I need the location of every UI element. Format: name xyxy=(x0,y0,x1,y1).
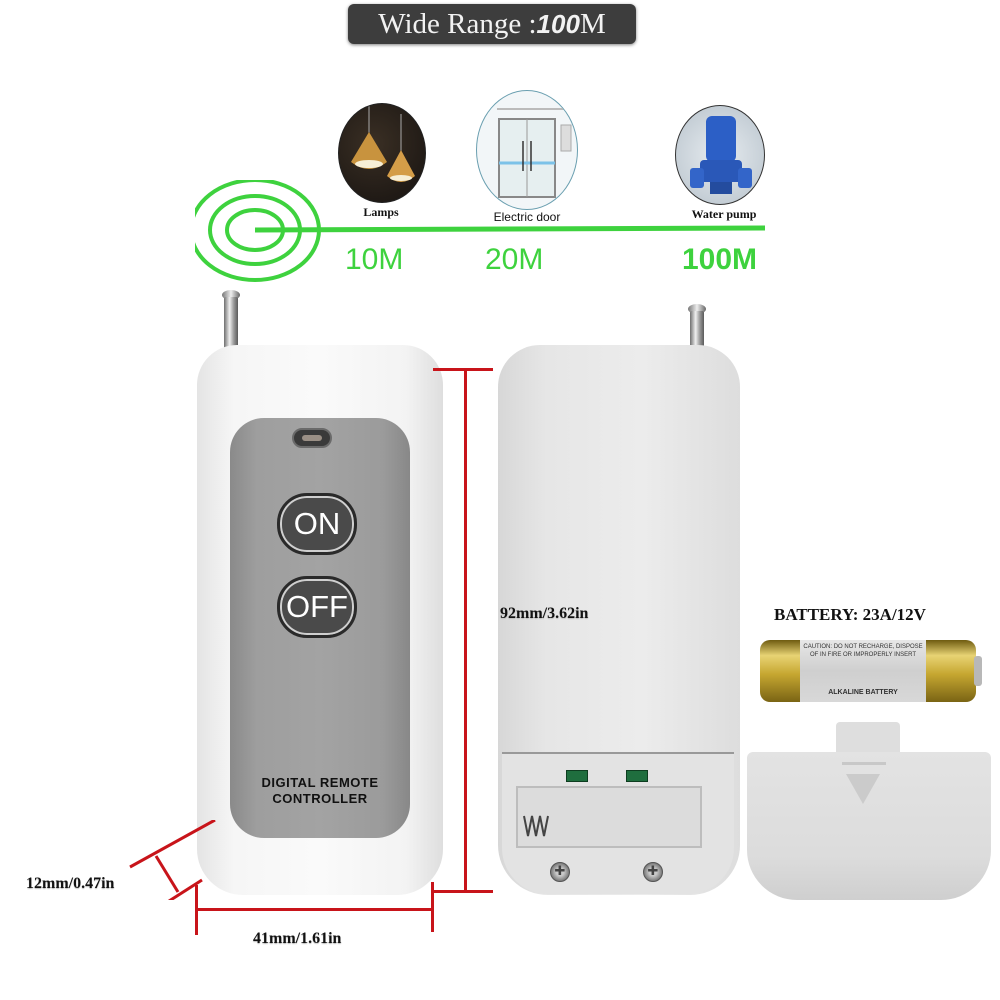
height-dim-bottom-cap xyxy=(433,890,493,893)
range-line xyxy=(254,225,766,233)
thickness-dimension-label: 12mm/0.47in xyxy=(26,875,115,892)
battery-type-text: ALKALINE BATTERY xyxy=(828,689,898,696)
water-pump-icon xyxy=(675,105,765,205)
title-prefix: Wide Range : xyxy=(378,8,537,40)
battery-label-wrap: CAUTION: DO NOT RECHARGE, DISPOSE OF IN … xyxy=(800,640,926,702)
indicator-led-icon xyxy=(292,428,332,448)
battery-contact-right xyxy=(626,770,648,782)
off-button[interactable]: OFF xyxy=(277,576,357,638)
front-antenna xyxy=(224,297,238,349)
battery-terminal xyxy=(974,656,982,686)
back-antenna-tip-icon xyxy=(688,304,706,314)
thickness-dim-lines xyxy=(129,820,216,900)
title-badge: Wide Range :100M xyxy=(348,4,636,44)
device-label-lamps: Lamps xyxy=(363,205,399,219)
antenna-tip-icon xyxy=(222,290,240,300)
cover-line-mark xyxy=(842,762,886,765)
cover-tab xyxy=(836,722,900,756)
length-dimension-label: 92mm/3.62in xyxy=(500,605,589,622)
sliding-door-icon xyxy=(476,90,578,210)
device-label-electric-door: Electric door xyxy=(493,210,561,224)
on-button[interactable]: ON xyxy=(277,493,357,555)
battery-caution-text: CAUTION: DO NOT RECHARGE, DISPOSE OF IN … xyxy=(803,644,923,658)
distance-label-100m: 100M xyxy=(682,243,758,276)
width-dim-right-cap xyxy=(431,882,434,932)
battery-bay xyxy=(516,786,702,848)
height-dim-top-cap xyxy=(433,368,493,371)
signal-range-diagram xyxy=(195,180,766,282)
width-dimension-label: 41mm/1.61in xyxy=(253,930,342,947)
height-dim-line xyxy=(464,368,467,892)
width-dim-left-cap xyxy=(195,885,198,935)
spring-icon xyxy=(523,815,549,837)
screw-icon: ✚ xyxy=(643,862,663,882)
distance-label-20m: 20M xyxy=(485,243,544,276)
battery-spec-label: BATTERY: 23A/12V xyxy=(774,605,926,624)
pendant-lamps-icon xyxy=(338,103,426,203)
title-number: 100 xyxy=(536,9,580,39)
remote-brand-text: DIGITAL REMOTE CONTROLLER xyxy=(230,775,410,807)
title-unit: M xyxy=(579,8,606,40)
battery-contact-left xyxy=(566,770,588,782)
device-label-water-pump: Water pump xyxy=(691,207,757,221)
width-dim-line xyxy=(197,908,434,911)
screw-icon: ✚ xyxy=(550,862,570,882)
distance-label-10m: 10M xyxy=(345,243,404,276)
triangle-arrow-icon xyxy=(846,774,880,804)
brand-line-1: DIGITAL REMOTE xyxy=(261,775,379,790)
brand-line-2: CONTROLLER xyxy=(272,791,368,806)
